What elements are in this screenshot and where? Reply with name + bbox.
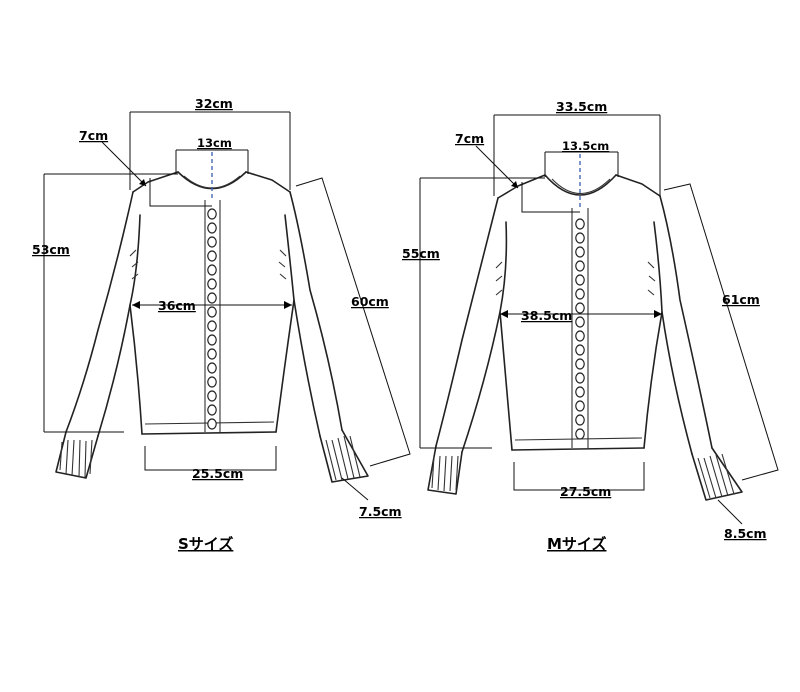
cuff-label-m: 8.5cm [724, 526, 767, 541]
shoulder-label-m: 33.5cm [556, 99, 607, 114]
hem-label-m: 27.5cm [560, 484, 611, 499]
labels-s: 32cm 7cm 13cm 53cm 36cm 60cm 25.5cm 7.5c… [32, 96, 402, 553]
cardigan-s-outline [55, 171, 369, 483]
cardigan-m-outline [427, 174, 743, 501]
chest-label-m: 38.5cm [521, 308, 572, 323]
hem-label-s: 25.5cm [192, 466, 243, 481]
cuff-label-s: 7.5cm [359, 504, 402, 519]
button-column-s [207, 208, 217, 430]
size-title-s: Sサイズ [178, 535, 233, 553]
button-column-m [575, 218, 585, 440]
garment-m: 33.5cm 7cm 13.5cm 55cm 38.5cm 61cm 27.5c… [402, 99, 779, 553]
length-label-s: 53cm [32, 242, 70, 257]
garment-s: 32cm 7cm 13cm 53cm 36cm 60cm 25.5cm 7.5c… [32, 96, 411, 553]
dimension-lines-s [43, 111, 411, 501]
labels-m: 33.5cm 7cm 13.5cm 55cm 38.5cm 61cm 27.5c… [402, 99, 767, 553]
length-label-m: 55cm [402, 246, 440, 261]
shoulder-label-s: 32cm [195, 96, 233, 111]
neck-drop-label-s: 7cm [79, 128, 108, 143]
dimension-lines-m [419, 114, 779, 525]
sleeve-label-m: 61cm [722, 292, 760, 307]
size-title-m: Mサイズ [547, 535, 606, 553]
chest-label-s: 36cm [158, 298, 196, 313]
neck-width-label-m: 13.5cm [562, 139, 609, 153]
neck-width-label-s: 13cm [197, 136, 232, 150]
neck-drop-label-m: 7cm [455, 131, 484, 146]
sleeve-label-s: 60cm [351, 294, 389, 309]
